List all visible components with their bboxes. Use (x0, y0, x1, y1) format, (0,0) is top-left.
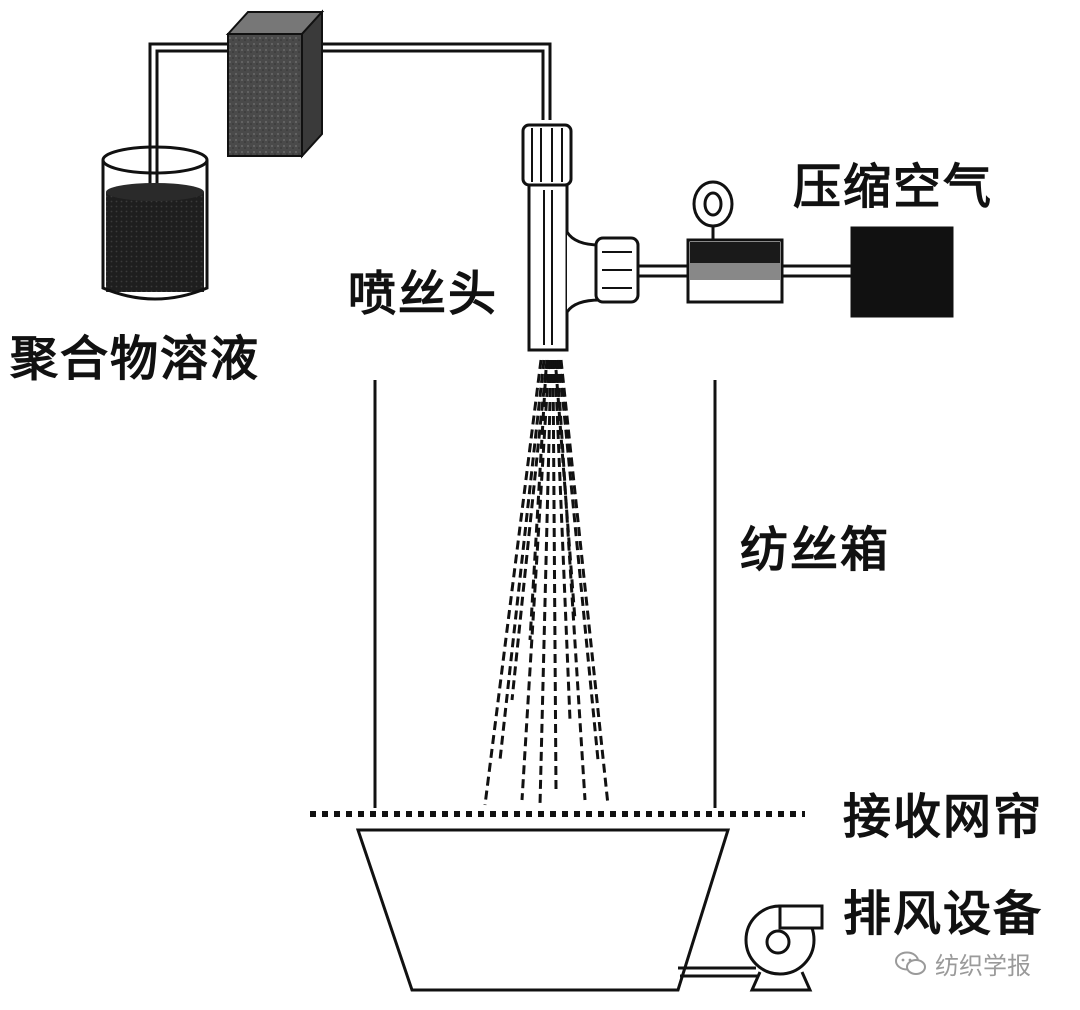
fiber-jet (551, 359, 558, 791)
watermark: 纺织学报 (895, 946, 1031, 981)
exhaust-fan (678, 904, 824, 992)
polymer-solution-label: 聚合物溶液 (10, 331, 261, 387)
syringe-pump (225, 9, 325, 159)
air-compressor (850, 226, 954, 318)
wechat-icon (895, 951, 926, 975)
pressure-gauge (692, 180, 734, 228)
collection-tray (355, 828, 731, 992)
fiber-jet (528, 369, 548, 641)
fiber-jet (553, 359, 572, 721)
spinneret-label: 喷丝头 (348, 266, 499, 322)
feed-tube (148, 42, 552, 190)
spinning-box (373, 380, 717, 808)
fiber-jet (559, 359, 610, 806)
spinning-box-label: 纺丝箱 (740, 522, 891, 578)
fiber-spray (483, 359, 610, 806)
fiber-jet (538, 359, 553, 806)
fiber-jet (483, 359, 543, 806)
air-line (638, 180, 954, 318)
collector-screen-label: 接收网帘 (843, 789, 1044, 845)
fiber-jet (520, 359, 551, 801)
spinneret-nozzle (521, 123, 640, 352)
fiber-jet (498, 359, 546, 761)
watermark-text: 纺织学报 (935, 952, 1031, 980)
compressed-air-label: 压缩空气 (793, 159, 994, 215)
fiber-jet (510, 359, 549, 701)
fiber-jet (557, 359, 600, 761)
beaker (101, 145, 209, 301)
polymer-liquid (106, 192, 204, 292)
exhaust-device-label: 排风设备 (843, 886, 1044, 942)
